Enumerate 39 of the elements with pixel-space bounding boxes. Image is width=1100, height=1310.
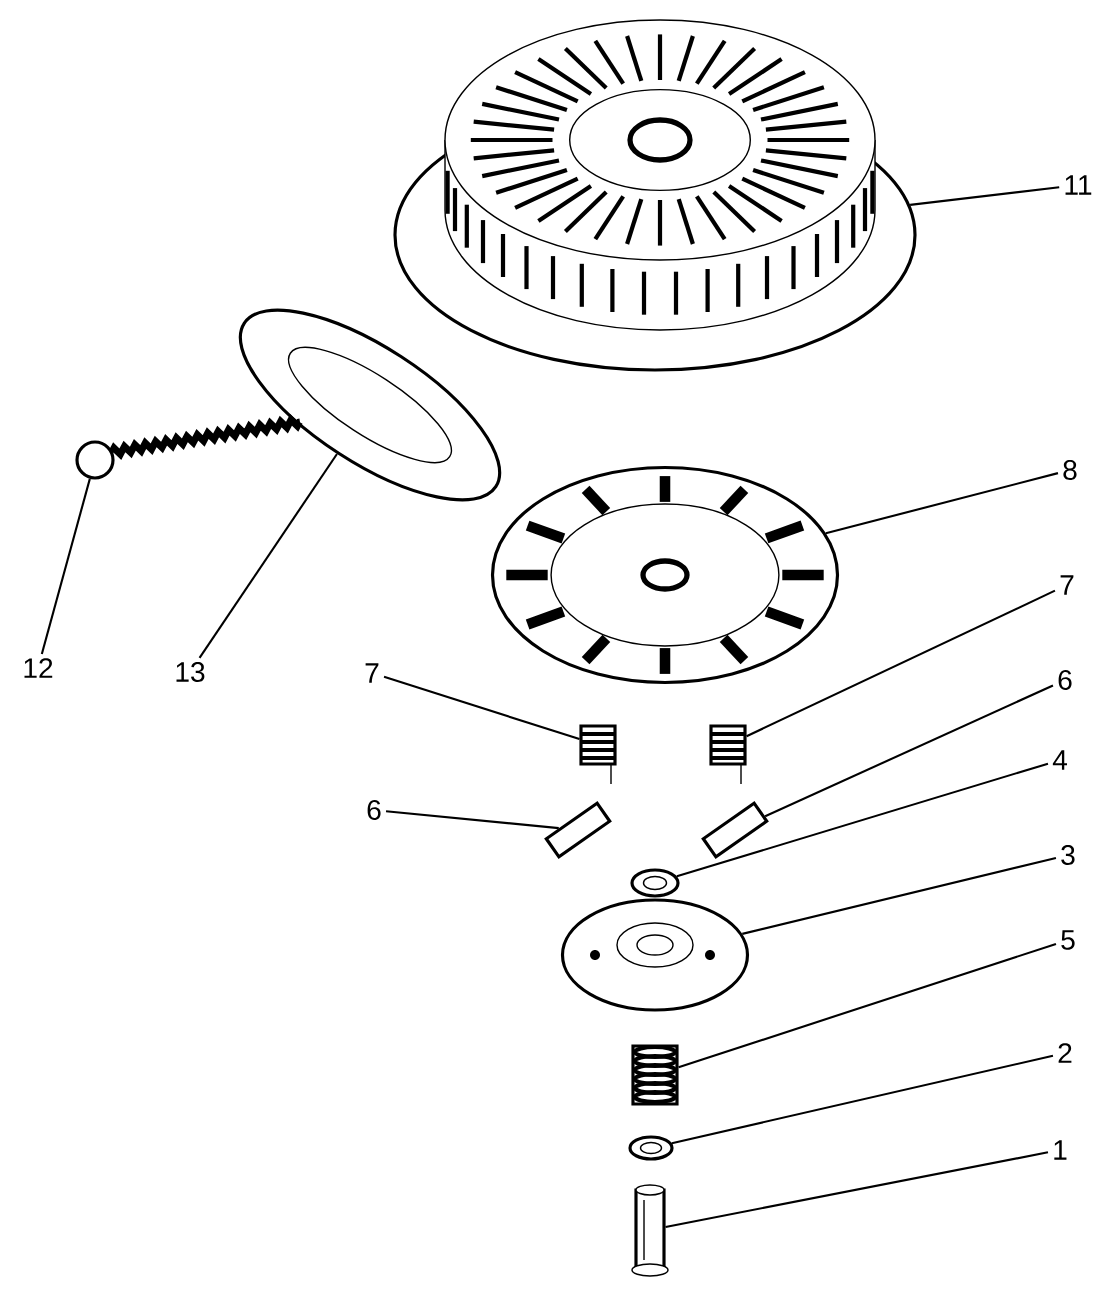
recoil-housing (393, 19, 917, 372)
compression-spring (631, 1044, 679, 1106)
leader-line (40, 478, 91, 655)
pawl (544, 801, 612, 859)
callout-number: 7 (1060, 575, 1074, 595)
callout-number: 7 (365, 663, 379, 683)
leader-line (676, 762, 1049, 878)
callout-number: 12 (24, 658, 53, 678)
leader-line (678, 942, 1057, 1069)
callout-number: 5 (1061, 930, 1075, 950)
callout-number: 11 (1065, 175, 1092, 195)
pulley (490, 465, 840, 685)
leader-line (385, 810, 559, 830)
leader-line (910, 186, 1060, 206)
leader-line (665, 1151, 1049, 1228)
leader-line (671, 1054, 1054, 1145)
washer (628, 1135, 674, 1161)
callout-number: 1 (1054, 1140, 1067, 1160)
leader-line (383, 675, 580, 741)
torsion-spring (579, 724, 617, 785)
leader-line (746, 589, 1056, 738)
pull-handle (238, 308, 502, 502)
cam-plate (560, 898, 750, 1012)
callout-number: 2 (1058, 1043, 1072, 1063)
leader-line (764, 684, 1054, 818)
callout-number: 13 (176, 662, 205, 682)
callout-number: 4 (1052, 750, 1067, 770)
callout-number: 3 (1061, 845, 1075, 865)
pawl (701, 801, 769, 859)
callout-number: 6 (367, 800, 381, 820)
leader-line (825, 472, 1059, 535)
leader-line (742, 856, 1057, 935)
washer (630, 868, 680, 898)
callout-number: 8 (1063, 460, 1077, 480)
starter-rope (75, 414, 303, 480)
pin (631, 1184, 669, 1277)
callout-number: 6 (1058, 670, 1072, 690)
leader-line (198, 453, 338, 659)
torsion-spring (709, 724, 747, 785)
